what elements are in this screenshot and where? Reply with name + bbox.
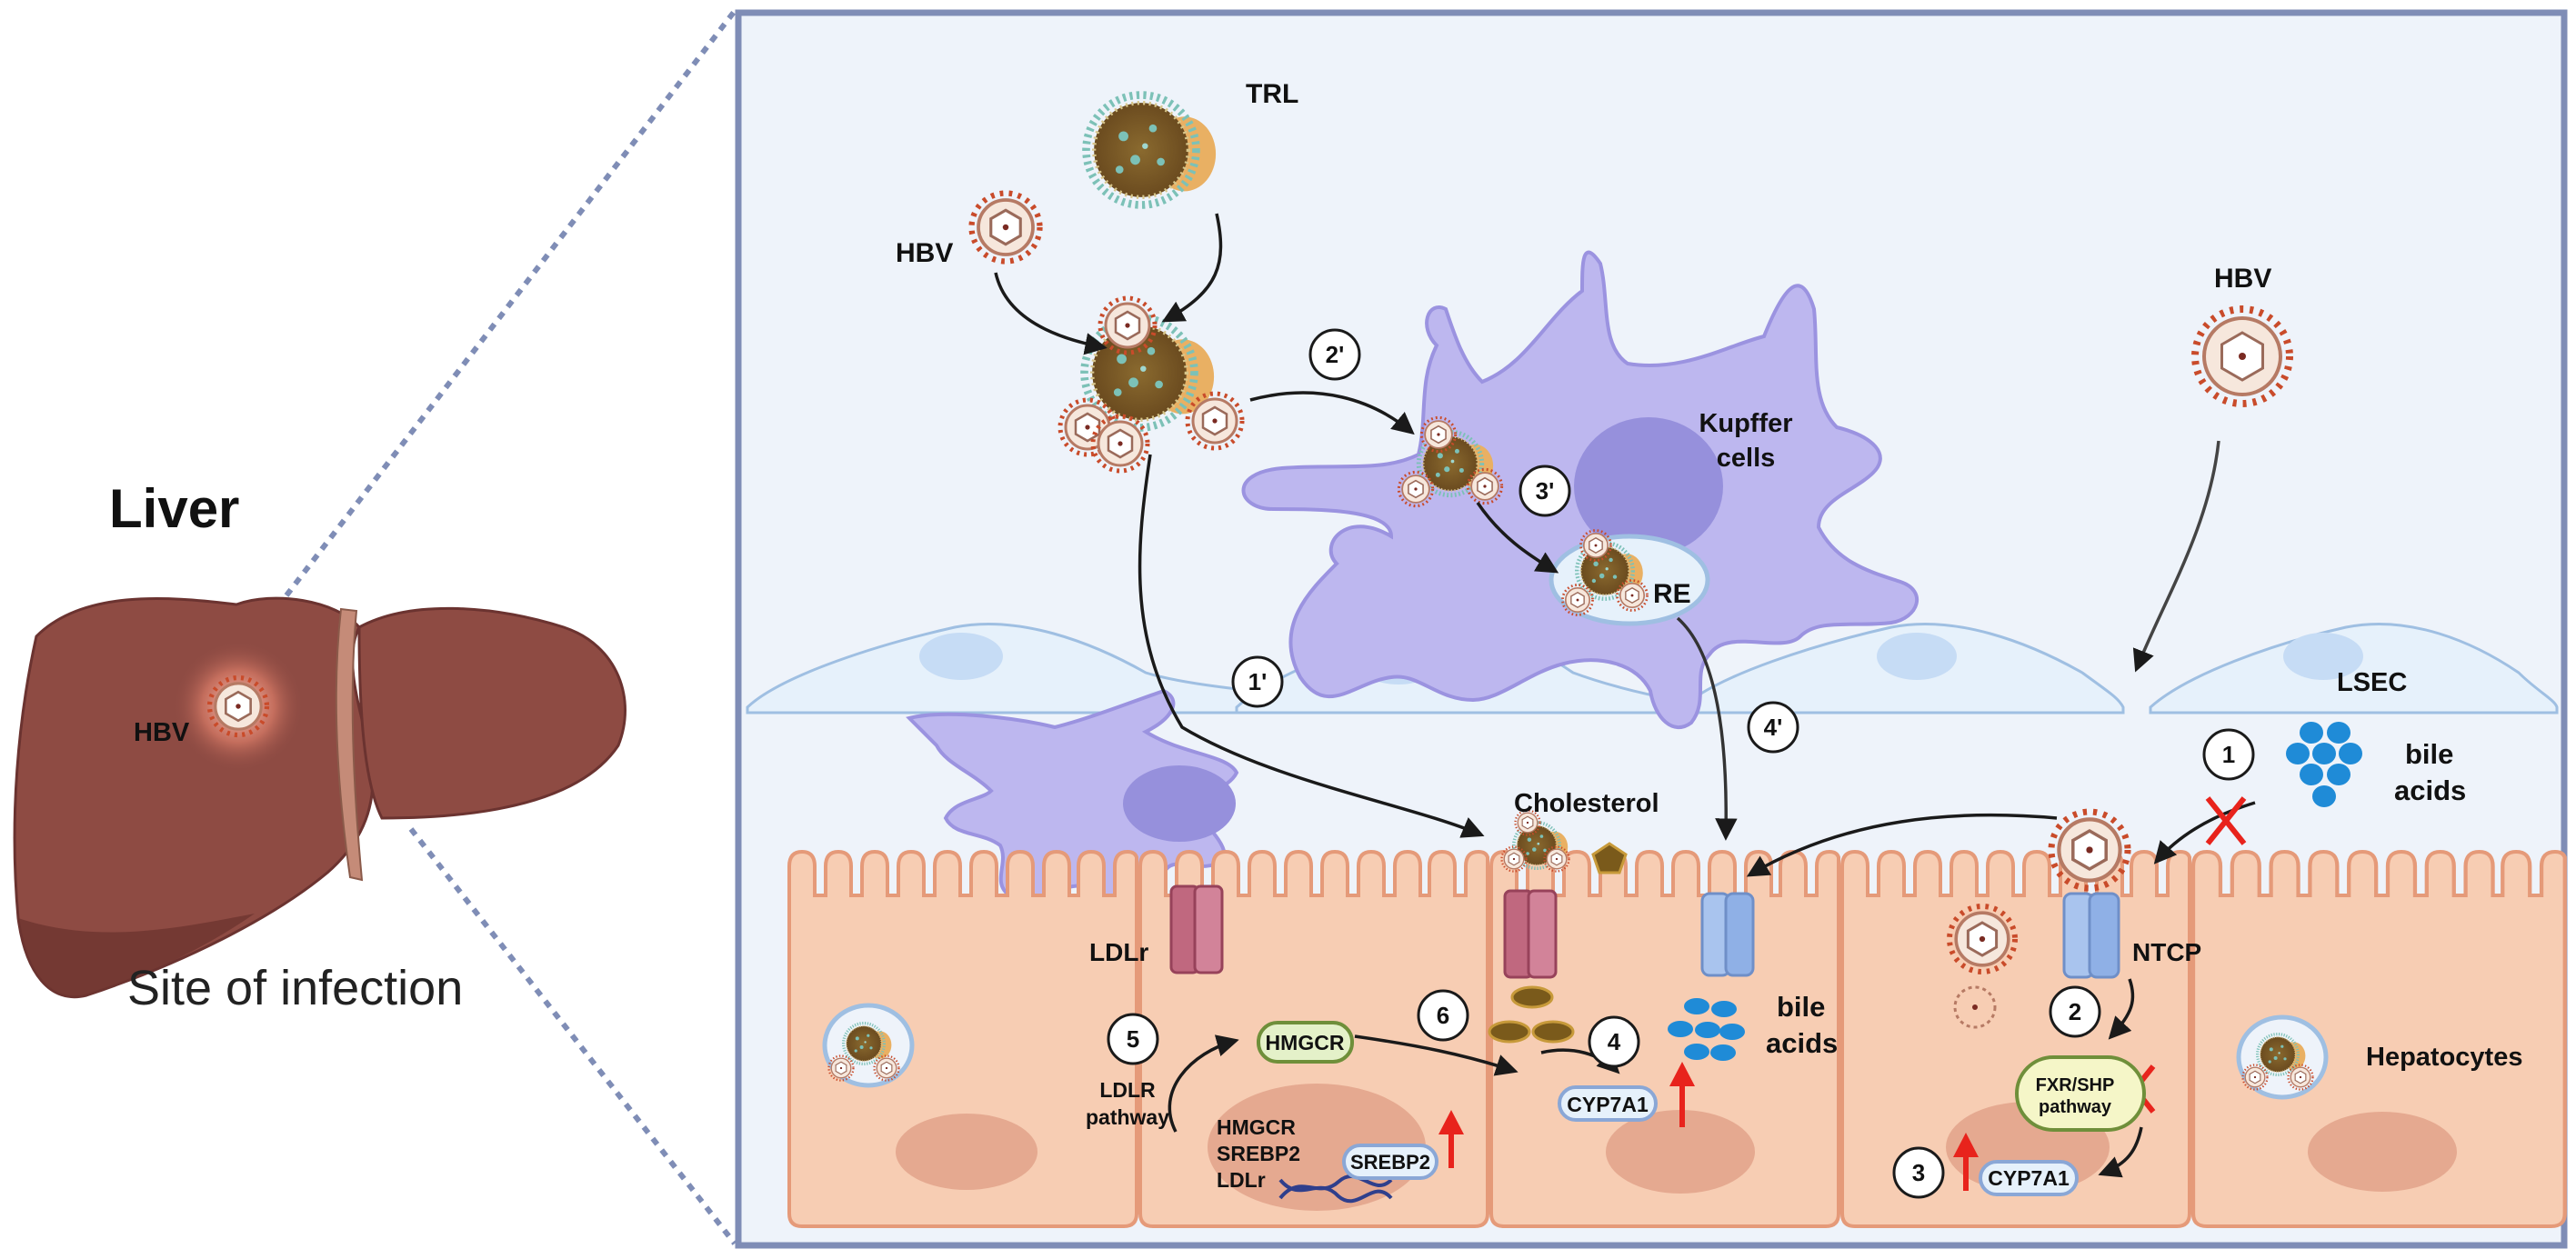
hmgcr-label: HMGCR (1266, 1031, 1345, 1054)
fxr-shp-label-line2: pathway (2039, 1097, 2112, 1117)
step-2-marker (2049, 985, 2101, 1038)
cyp7a1-label-right: CYP7A1 (1988, 1166, 2070, 1190)
zoom-line-bottom (408, 827, 737, 1245)
hmgcr-pill (1257, 1021, 1354, 1064)
hepatocytes-label: Hepatocytes (2366, 1043, 2522, 1072)
hbv-top-label: HBV (896, 238, 953, 268)
gene-ldlr-label: LDLr (1217, 1168, 1266, 1192)
bile-acids-cluster-cell (1668, 998, 1745, 1061)
dna-helix-icon (1278, 1174, 1393, 1204)
ldlr-channel-right (1503, 889, 1558, 979)
cholesterol-molecule-icon (1591, 842, 1628, 874)
liver-caption: Site of infection (127, 961, 463, 1015)
up-arrow-step3 (1953, 1133, 1979, 1191)
cholesterol-stack (1488, 985, 1575, 1044)
step-4-label: 4 (1608, 1028, 1621, 1055)
step-5-marker (1107, 1013, 1159, 1065)
step-6-label: 6 (1437, 1002, 1449, 1029)
kupffer-label-line2: cells (1717, 444, 1776, 473)
kupffer-cell-large (1241, 250, 1919, 729)
cyp7a1-pill-left (1558, 1085, 1658, 1122)
recycling-endosome (1549, 529, 1710, 626)
step-3p-marker (1519, 465, 1571, 517)
ldlr-channel-left (1169, 884, 1224, 974)
bile-acids-cell-line2: acids (1766, 1027, 1838, 1059)
block-cross-bile-ntcp (2205, 796, 2247, 845)
cyp7a1-label-left: CYP7A1 (1567, 1093, 1649, 1116)
bile-acids-cluster-top (2286, 722, 2362, 807)
step-1-label: 1 (2222, 741, 2235, 768)
hbv-uncoated-icon (1953, 985, 1997, 1029)
step-4p-marker (1747, 701, 1799, 754)
step-1p-label: 1' (1248, 668, 1268, 695)
fxr-shp-pill (2015, 1055, 2146, 1132)
step-4-marker (1588, 1015, 1640, 1068)
step-6-marker (1417, 989, 1469, 1042)
cyp7a1-pill-right (1979, 1160, 2079, 1196)
step-1-marker (2202, 728, 2255, 781)
liver-illustration (13, 596, 626, 999)
trl-label: TRL (1246, 79, 1298, 109)
ldlr-label: LDLr (1089, 938, 1148, 966)
srebp2-pill-label: SREBP2 (1350, 1151, 1430, 1174)
hbv-right-label: HBV (2214, 264, 2271, 294)
gene-hmgcr-label: HMGCR (1217, 1115, 1296, 1139)
liver-hbv-label: HBV (134, 718, 190, 747)
liver-title: Liver (109, 478, 239, 539)
step-3p-label: 3' (1536, 477, 1555, 505)
ldlr-pathway-line1: LDLR (1099, 1078, 1156, 1102)
ntcp-label: NTCP (2132, 938, 2201, 966)
zoom-line-top (284, 9, 737, 597)
step-1p-marker (1231, 655, 1284, 708)
lsec-label: LSEC (2337, 668, 2407, 697)
up-arrow-srebp2 (1438, 1110, 1464, 1168)
re-label: RE (1653, 579, 1691, 609)
up-arrow-cyp7a1 (1669, 1062, 1695, 1127)
step-5-label: 5 (1127, 1025, 1139, 1053)
ntcp-channel-right (2062, 892, 2120, 979)
kupffer-label-line1: Kupffer (1699, 409, 1792, 438)
cholesterol-label: Cholesterol (1514, 789, 1659, 818)
step-2p-label: 2' (1326, 341, 1345, 368)
fxr-shp-label-line1: FXR/SHP (2036, 1075, 2115, 1095)
arrow-layer (994, 213, 2256, 1178)
hepatocyte-vesicle-left (822, 1003, 915, 1088)
step-3-label: 3 (1912, 1159, 1925, 1186)
bile-acids-cell-line1: bile (1777, 991, 1825, 1023)
bile-acids-top-line1: bile (2405, 738, 2453, 770)
ntcp-channel-left (1700, 892, 1755, 977)
step-3-marker (1892, 1146, 1945, 1199)
hepatocyte-vesicle-right (2236, 1014, 2329, 1100)
gene-srebp2-label: SREBP2 (1217, 1142, 1300, 1165)
step-2-label: 2 (2069, 998, 2081, 1025)
bile-acids-top-line2: acids (2394, 774, 2466, 806)
srebp2-pill (1342, 1144, 1438, 1180)
step-2p-marker (1308, 328, 1361, 381)
ldlr-pathway-line2: pathway (1086, 1105, 1169, 1129)
step-markers (1107, 328, 2255, 1199)
step-4p-label: 4' (1764, 714, 1783, 741)
